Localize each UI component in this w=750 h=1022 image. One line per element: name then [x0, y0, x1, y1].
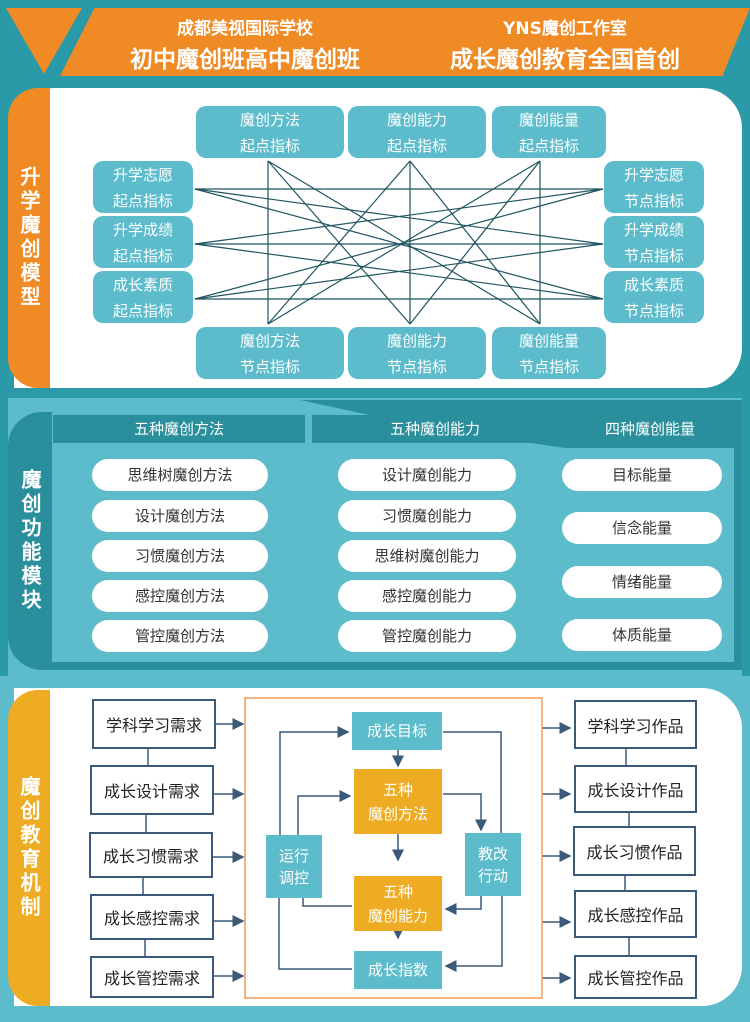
header-school-name: 成都美视国际学校 [177, 19, 313, 39]
header-class-name: 初中魔创班高中魔创班 [130, 47, 360, 73]
need-box: 成长习惯需求 [89, 832, 213, 878]
need-box: 学科学习需求 [92, 699, 216, 749]
growth-goal-box: 成长目标 [352, 712, 442, 750]
method-item: 思维树魔创方法 [92, 459, 268, 491]
method-item: 习惯魔创方法 [92, 540, 268, 572]
box-energy-node: 魔创能量节点指标 [492, 327, 606, 379]
section1-side-label: 升学魔创模型 [8, 88, 50, 388]
box-quality-node: 成长素质节点指标 [604, 271, 704, 323]
work-box: 成长感控作品 [574, 890, 697, 938]
five-methods-box: 五种魔创方法 [354, 769, 442, 834]
box-wish-node: 升学志愿节点指标 [604, 161, 704, 213]
work-box: 成长管控作品 [574, 955, 697, 999]
work-box: 成长习惯作品 [573, 826, 696, 876]
box-method-start: 魔创方法起点指标 [196, 106, 344, 158]
need-box: 成长感控需求 [90, 894, 214, 940]
section2-bottom-rule [52, 662, 742, 670]
work-box: 成长设计作品 [574, 765, 697, 813]
work-box: 学科学习作品 [574, 700, 697, 749]
box-score-node: 升学成绩节点指标 [604, 216, 704, 268]
box-energy-start: 魔创能量起点指标 [492, 106, 606, 158]
energy-item: 目标能量 [562, 459, 722, 491]
ability-item: 习惯魔创能力 [338, 500, 516, 532]
section2-right-rule [734, 440, 742, 670]
method-item: 管控魔创方法 [92, 620, 268, 652]
ability-item: 管控魔创能力 [338, 620, 516, 652]
energy-item: 体质能量 [562, 619, 722, 651]
column-header-energies: 四种魔创能量 [564, 415, 736, 443]
five-abilities-box: 五种魔创能力 [354, 876, 442, 931]
column-header-abilities: 五种魔创能力 [312, 415, 558, 443]
operation-control-box: 运行调控 [266, 835, 322, 898]
section3-side-label: 魔创教育机制 [8, 690, 50, 1006]
need-box: 成长设计需求 [90, 765, 214, 815]
box-method-node: 魔创方法节点指标 [196, 327, 344, 379]
method-item: 感控魔创方法 [92, 580, 268, 612]
ability-item: 感控魔创能力 [338, 580, 516, 612]
energy-item: 信念能量 [562, 512, 722, 544]
box-wish-start: 升学志愿起点指标 [93, 161, 193, 213]
ability-item: 思维树魔创能力 [338, 540, 516, 572]
box-score-start: 升学成绩起点指标 [93, 216, 193, 268]
header-slogan: 成长魔创教育全国首创 [450, 47, 680, 73]
header-banner [60, 8, 750, 76]
connection-lines [194, 160, 604, 325]
column-header-methods: 五种魔创方法 [53, 415, 305, 443]
need-box: 成长管控需求 [90, 956, 214, 998]
header-studio-name: YNS魔创工作室 [503, 19, 627, 39]
box-quality-start: 成长素质起点指标 [93, 271, 193, 323]
section2-side-label: 魔创功能模块 [8, 412, 52, 670]
box-ability-start: 魔创能力起点指标 [348, 106, 486, 158]
method-item: 设计魔创方法 [92, 500, 268, 532]
box-ability-node: 魔创能力节点指标 [348, 327, 486, 379]
growth-index-box: 成长指数 [354, 951, 442, 989]
ability-item: 设计魔创能力 [338, 459, 516, 491]
reform-action-box: 教改行动 [465, 833, 521, 896]
energy-item: 情绪能量 [562, 566, 722, 598]
